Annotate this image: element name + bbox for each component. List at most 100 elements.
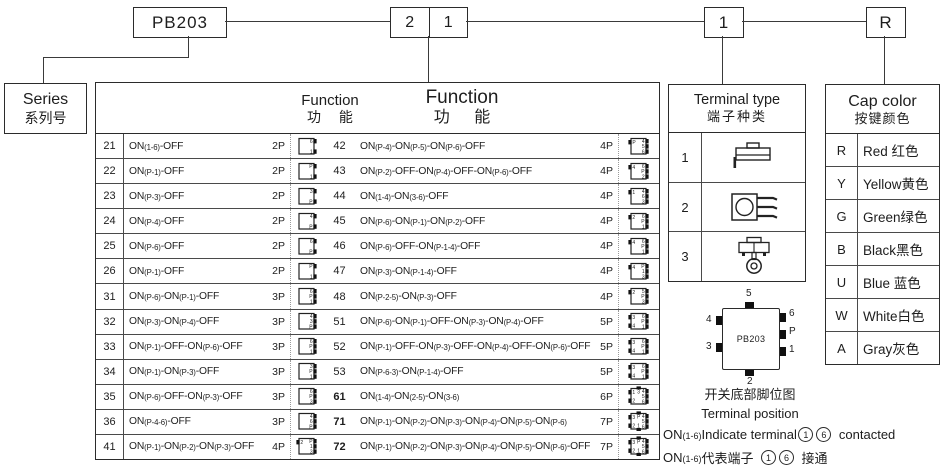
svg-text:P: P xyxy=(641,369,645,375)
cap-color-label: White白色 xyxy=(863,309,925,324)
series-label-en: Series xyxy=(22,90,69,108)
svg-text:1: 1 xyxy=(632,390,635,396)
function-code-box: 2 1 xyxy=(390,7,468,38)
function-sequence: ON(P-2)-OFF-ON(P-4)-OFF-ON(P-6)-OFF xyxy=(360,165,532,177)
function-sequence: ON(P-6)-OFF xyxy=(129,240,185,252)
terminal-type-number: 1 xyxy=(669,133,702,182)
pole-count: 3P xyxy=(272,290,285,303)
pole-count: 3P xyxy=(272,340,285,353)
terminal-type-number: 2 xyxy=(669,182,702,232)
connector-line xyxy=(428,36,430,82)
connector-line xyxy=(188,36,190,57)
pole-count: 3P xyxy=(272,415,285,428)
cap-color-code: R xyxy=(826,134,858,166)
svg-text:1: 1 xyxy=(641,224,644,230)
svg-text:6: 6 xyxy=(641,194,644,200)
svg-text:6: 6 xyxy=(641,339,644,345)
svg-text:P: P xyxy=(641,219,645,225)
pole-count: 4P xyxy=(600,290,613,303)
terminal-type-header-en: Terminal type xyxy=(693,92,781,108)
pole-count: 2P xyxy=(272,265,285,278)
pole-count: 3P xyxy=(272,315,285,328)
svg-text:6: 6 xyxy=(641,425,644,431)
svg-text:2: 2 xyxy=(632,449,635,455)
function-code-number: 36 xyxy=(96,409,124,434)
pole-count: 4P xyxy=(600,265,613,278)
note-text: ON xyxy=(663,427,683,442)
chip-label: PB203 xyxy=(736,334,766,344)
chip-pin-label: P xyxy=(789,326,796,337)
svg-text:3: 3 xyxy=(637,390,640,396)
svg-text:P: P xyxy=(309,344,313,350)
function-code-number: 32 xyxy=(96,309,124,334)
note-subscript: (1-6) xyxy=(682,454,702,464)
svg-text:4: 4 xyxy=(641,139,644,145)
function-code-number: 53 xyxy=(333,365,346,378)
svg-text:6: 6 xyxy=(641,314,644,320)
svg-text:1: 1 xyxy=(310,445,313,451)
note-text: Indicate terminal xyxy=(701,427,797,442)
svg-text:3: 3 xyxy=(632,340,635,346)
function-sequence: ON(P-1)-ON(P-2)-ON(P-3)-ON(P-4)-ON(P-5)-… xyxy=(360,441,591,453)
svg-text:1: 1 xyxy=(310,174,313,180)
straight-pcb-terminal-icon xyxy=(702,133,805,182)
function-sequence: ON(1-4)-ON(2-5)-ON(3-6) xyxy=(360,391,460,403)
function-sequence: ON(P-1)-OFF-ON(P-6)-OFF xyxy=(129,341,243,353)
chip-pin xyxy=(716,343,722,352)
connector-line xyxy=(884,36,886,84)
terminal-type-header: Terminal type 端子种类 xyxy=(669,85,805,133)
svg-text:P: P xyxy=(641,294,645,300)
function-code-number: 52 xyxy=(333,340,346,353)
pole-count: 4P xyxy=(600,140,613,153)
cap-color-label: Black黑色 xyxy=(863,243,924,258)
svg-text:1: 1 xyxy=(632,190,635,196)
cap-color-header-en: Cap color xyxy=(848,92,917,110)
svg-text:5: 5 xyxy=(641,289,644,295)
cap-color-label: Gray灰色 xyxy=(863,342,920,357)
function-digit-right: 1 xyxy=(443,13,453,31)
function-sequence: ON(P-6)-OFF-ON(P-1-4)-OFF xyxy=(360,240,481,252)
svg-text:P: P xyxy=(641,264,645,270)
note-text: 接通 xyxy=(801,451,828,466)
chip-pin-label: 1 xyxy=(789,344,795,355)
connector-line xyxy=(43,57,45,83)
svg-text:P: P xyxy=(309,439,313,445)
svg-text:5: 5 xyxy=(641,144,644,150)
function-code-number: 24 xyxy=(96,209,124,234)
svg-text:P: P xyxy=(641,169,645,175)
cap-color-code-box: R xyxy=(866,7,906,38)
svg-text:P: P xyxy=(309,425,313,431)
svg-text:4: 4 xyxy=(641,189,644,195)
svg-text:1: 1 xyxy=(641,350,644,356)
solder-lug-terminal-icon xyxy=(702,232,805,281)
function-code-number: 21 xyxy=(96,134,124,159)
svg-text:P: P xyxy=(309,164,313,170)
chip-pin xyxy=(745,302,754,308)
cap-color-row: Y Yellow黄色 xyxy=(826,166,939,199)
cap-color-header: Cap color 按键颜色 xyxy=(826,85,939,134)
cap-color-code: B xyxy=(826,233,858,265)
function-code-number: 71 xyxy=(333,415,346,428)
function-code-number: 48 xyxy=(333,290,346,303)
svg-text:4: 4 xyxy=(632,265,635,271)
function-row-right: 51 ON(P-6)-ON(P-1)-OFF-ON(P-3)-ON(P-4)-O… xyxy=(324,309,659,334)
